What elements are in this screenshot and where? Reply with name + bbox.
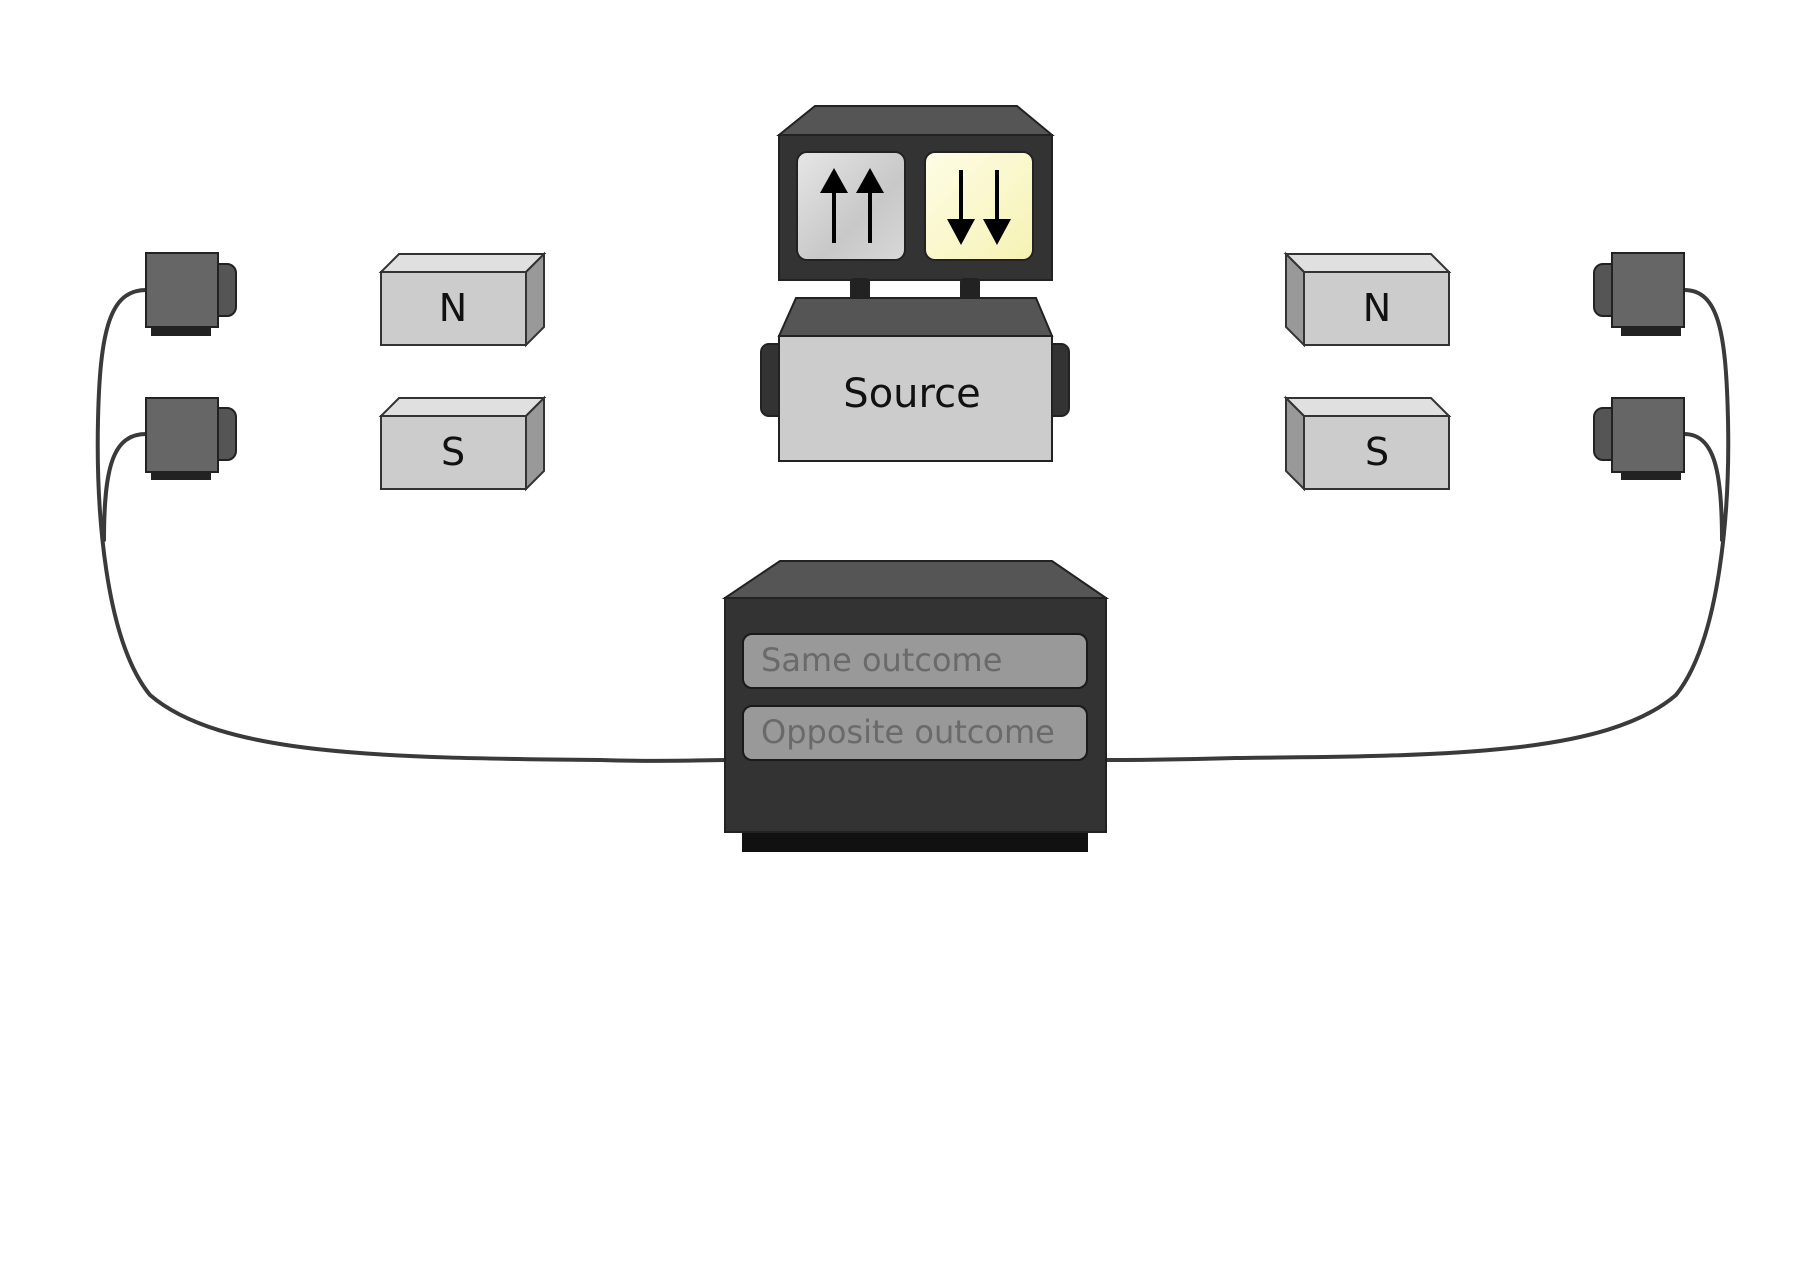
- setting-button-down-down-face[interactable]: [924, 151, 1034, 261]
- source-setting-display: [776, 105, 1055, 281]
- opposite-outcome-label: Opposite outcome: [761, 713, 1055, 751]
- source-box-top: [777, 297, 1054, 337]
- magnet-right-north: N: [1283, 251, 1452, 348]
- magnet-right-north-front: [1303, 271, 1450, 346]
- magnet-left-north: N: [378, 251, 547, 348]
- opposite-outcome-panel: [742, 705, 1088, 761]
- magnet-right-north-label: N: [1363, 286, 1391, 330]
- opposite-outcome-indicator: Opposite outcome: [742, 705, 1088, 761]
- source-box-body: [778, 335, 1053, 462]
- right-magnets: N S: [1283, 251, 1452, 492]
- magnet-left-north-top: [378, 253, 547, 273]
- detector-left-lower-body: [145, 397, 219, 473]
- setting-button-up-up[interactable]: [796, 151, 906, 261]
- magnet-left-south-top: [378, 397, 547, 417]
- source-device: Source: [760, 105, 1070, 462]
- comparator-top: [721, 560, 1110, 599]
- magnet-left-south-label: S: [441, 430, 465, 474]
- double-up-arrow-icon: [820, 168, 884, 243]
- setting-button-up-up-face[interactable]: [796, 151, 906, 261]
- right-cable: [1104, 288, 1731, 762]
- detector-right-upper: [1593, 252, 1685, 336]
- source-label: Source: [843, 371, 980, 417]
- setting-button-down-down[interactable]: [924, 151, 1034, 261]
- magnet-right-south-label: S: [1365, 430, 1389, 474]
- same-outcome-label: Same outcome: [761, 641, 1002, 679]
- setting-display-top: [776, 105, 1055, 136]
- left-magnets: N S: [378, 251, 547, 492]
- same-outcome-indicator: Same outcome: [742, 633, 1088, 689]
- magnet-left-south-front: [380, 415, 527, 490]
- detector-left-lower: [145, 397, 237, 480]
- left-cable-lower: [102, 432, 148, 542]
- cables: [95, 288, 1731, 763]
- detector-left-upper-body: [145, 252, 219, 328]
- right-cable-lower: [1682, 432, 1724, 542]
- detector-left-upper: [145, 252, 237, 336]
- detector-right-lower-body: [1611, 397, 1685, 473]
- left-detectors: [145, 252, 237, 480]
- magnet-left-north-label: N: [439, 286, 467, 330]
- detector-right-upper-body: [1611, 252, 1685, 328]
- magnet-right-south: S: [1283, 395, 1452, 492]
- same-outcome-panel: [742, 633, 1088, 689]
- left-cable: [95, 288, 730, 763]
- right-detectors: [1593, 252, 1685, 480]
- detector-right-lower: [1593, 397, 1685, 480]
- magnet-left-north-front: [380, 271, 527, 346]
- double-down-arrow-icon: [947, 170, 1011, 245]
- magnet-right-north-top: [1283, 253, 1452, 273]
- magnet-left-south: S: [378, 395, 547, 492]
- magnet-right-south-front: [1303, 415, 1450, 490]
- comparator-device: Same outcome Opposite outcome: [721, 560, 1110, 852]
- magnet-right-south-top: [1283, 397, 1452, 417]
